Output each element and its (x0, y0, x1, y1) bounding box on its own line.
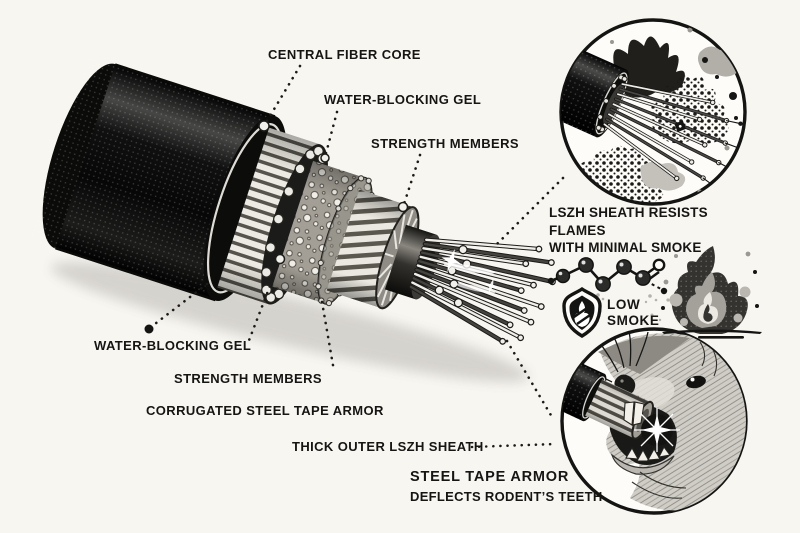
molecule-chain-icon (547, 257, 682, 324)
bite-sparkle (634, 408, 680, 452)
rat-eye (686, 375, 706, 389)
label-thick-outer-lszh-sheath: THICK OUTER LSZH SHEATH (292, 439, 484, 454)
rat-head (598, 333, 746, 511)
label-corrugated-steel-tape-armor: CORRUGATED STEEL TAPE ARMOR (146, 403, 384, 418)
leader-strength-members-bottom (246, 258, 282, 345)
lens-flare-sparkle (441, 249, 498, 294)
leader-lines (149, 64, 565, 449)
leader-thick-outer-sheath (470, 442, 558, 449)
leader-water-blocking-gel-bottom (149, 282, 209, 329)
label-central-fiber-core: CENTRAL FIBER CORE (268, 47, 421, 62)
label-strength-members-top: STRENGTH MEMBERS (371, 136, 519, 151)
label-strength-members-bottom: STRENGTH MEMBERS (174, 371, 322, 386)
cable-shadow (51, 262, 529, 382)
rodent-bite-inset (560, 327, 748, 515)
rodent-callout-title: STEEL TAPE ARMOR (410, 469, 570, 485)
label-water-blocking-gel-bottom: WATER-BLOCKING GEL (94, 338, 252, 353)
rodent-callout-subtitle: DEFLECTS RODENT’S TEETH (410, 489, 603, 504)
leader-water-blocking-gel-top (323, 110, 339, 159)
rat-teeth (623, 401, 671, 462)
leader-central-fiber-core (262, 64, 302, 128)
low-smoke-shield-icon (562, 286, 602, 338)
main-cable-illustration (28, 55, 556, 382)
label-water-blocking-gel-top: WATER-BLOCKING GEL (324, 92, 482, 107)
leader-endpoint-dots (144, 120, 409, 334)
optical-fibers (408, 237, 556, 345)
outer-lszh-sheath (28, 55, 287, 302)
low-smoke-badge-text: LOW SMOKE (607, 297, 660, 328)
fire-icon (661, 246, 762, 339)
leader-strength-members-top (401, 153, 422, 209)
fiber-diamond-bead (674, 120, 687, 133)
flame-test-inset (559, 18, 747, 206)
leader-corrugated-armor (320, 300, 336, 373)
leader-rodent-inset (505, 339, 554, 419)
flame-callout-text: LSZH SHEATH RESISTS FLAMES WITH MINIMAL … (549, 205, 708, 255)
rat-lower-jaw (610, 453, 675, 475)
